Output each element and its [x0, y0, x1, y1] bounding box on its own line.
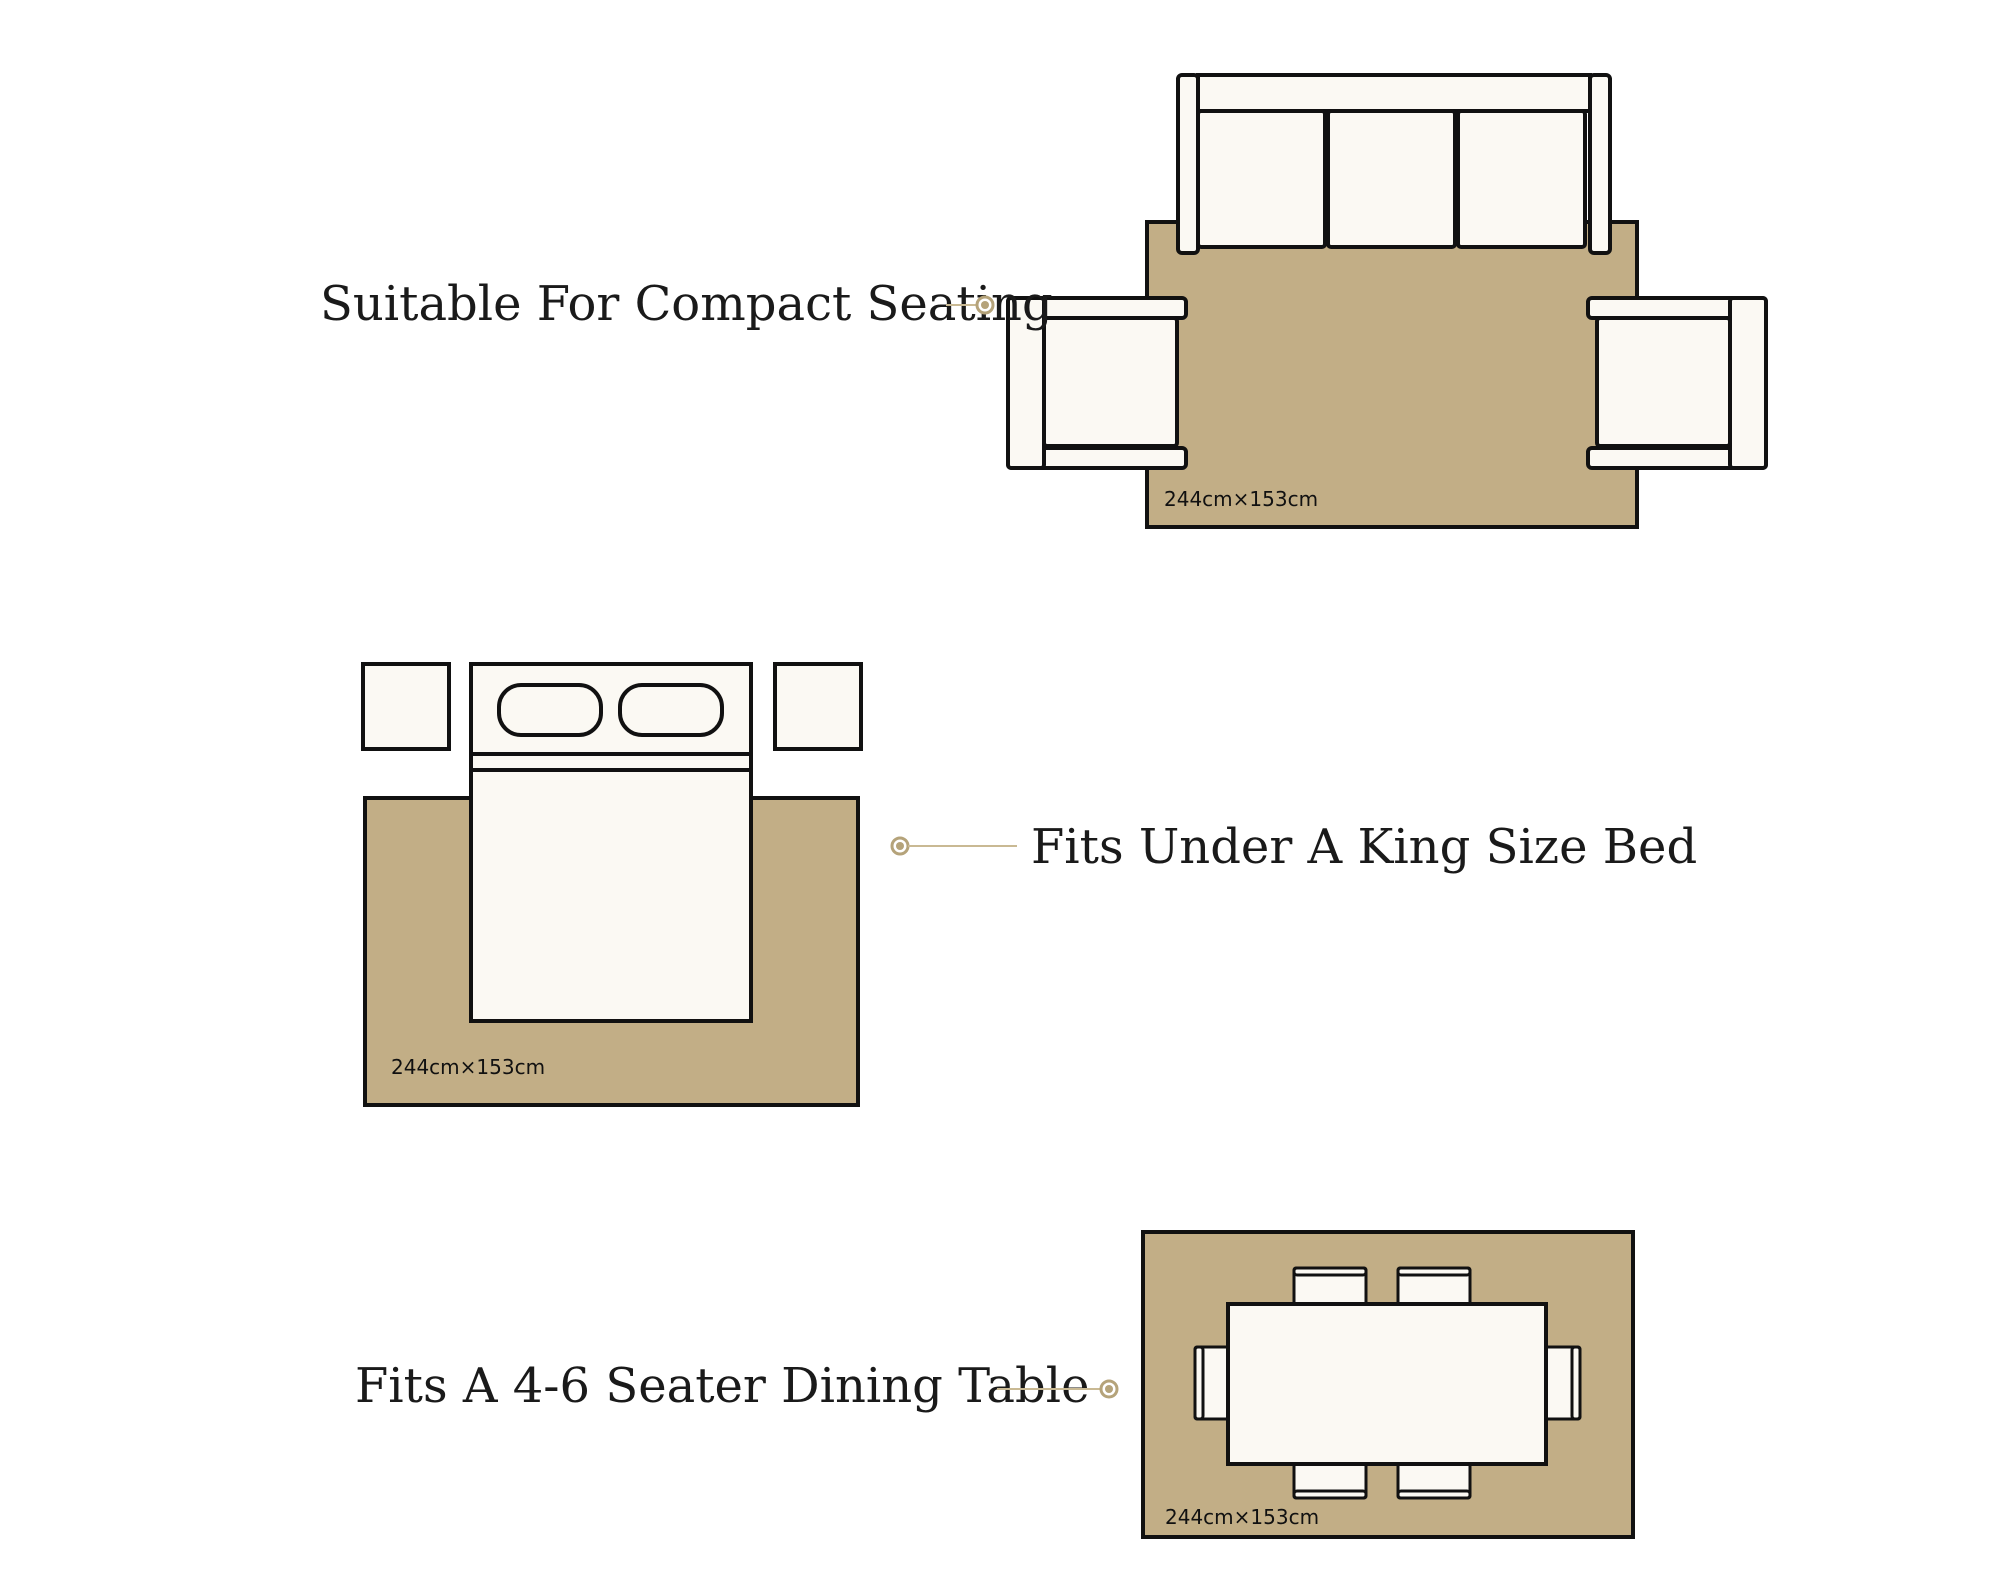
armchair-right: [1586, 296, 1768, 470]
pillow-left: [497, 683, 603, 737]
seating-layout: 244cm×153cm: [1006, 73, 1768, 529]
rug-size-label: 244cm×153cm: [1164, 487, 1318, 511]
armchair-left: [1006, 296, 1188, 470]
bed-layout: 244cm×153cm: [361, 662, 863, 1107]
seating-caption: Suitable For Compact Seating: [320, 276, 1053, 332]
rug-size-label: 244cm×153cm: [1165, 1505, 1319, 1529]
bed-callout: Fits Under A King Size Bed: [890, 819, 1697, 875]
nightstand-left: [361, 662, 451, 751]
dining-table: [1226, 1302, 1548, 1466]
seating-callout: Suitable For Compact Seating: [320, 276, 1053, 332]
dining-layout: 244cm×153cm: [1141, 1230, 1635, 1539]
chair-bottom-right: [1396, 1456, 1472, 1500]
chair-top-left: [1292, 1266, 1368, 1310]
sofa: [1176, 73, 1612, 255]
rug-size-label: 244cm×153cm: [391, 1055, 545, 1079]
nightstand-right: [773, 662, 863, 751]
chair-end-left: [1193, 1345, 1232, 1421]
dining-caption: Fits A 4-6 Seater Dining Table: [355, 1358, 1090, 1414]
pillow-right: [618, 683, 724, 737]
seating-rug: [1145, 220, 1639, 529]
dining-callout: Fits A 4-6 Seater Dining Table: [355, 1358, 1119, 1414]
chair-top-right: [1396, 1266, 1472, 1310]
chair-end-right: [1543, 1345, 1582, 1421]
bed-caption: Fits Under A King Size Bed: [1031, 819, 1697, 875]
king-bed: [469, 662, 753, 1023]
